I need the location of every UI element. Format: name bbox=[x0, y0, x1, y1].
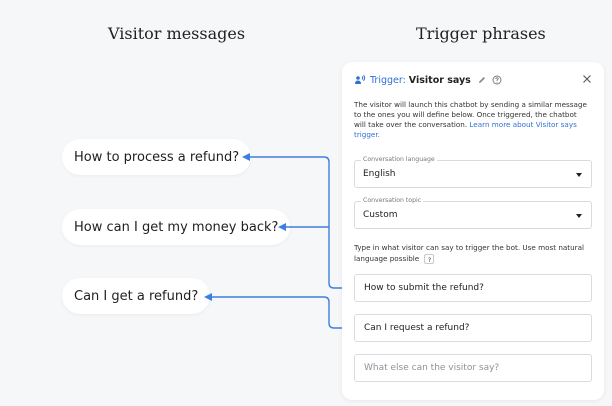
visitor-message-bubble: Can I get a refund? bbox=[62, 278, 211, 314]
panel-header: Trigger: Visitor says bbox=[354, 70, 592, 90]
pencil-icon[interactable] bbox=[477, 75, 487, 85]
speaker-waves-icon bbox=[354, 74, 366, 86]
trigger-panel: Trigger: Visitor says The visitor will l… bbox=[342, 62, 604, 400]
connector-arrow bbox=[248, 156, 352, 289]
trigger-phrases-heading: Trigger phrases bbox=[416, 24, 546, 43]
connector-arrow bbox=[210, 296, 352, 329]
chevron-down-icon bbox=[576, 173, 582, 177]
field-label: Conversation language bbox=[361, 156, 437, 163]
visitor-messages-heading: Visitor messages bbox=[108, 24, 246, 43]
help-icon[interactable]: ? bbox=[424, 254, 435, 264]
description-text: The visitor will launch this chatbot by … bbox=[354, 100, 587, 129]
close-icon[interactable] bbox=[582, 74, 592, 84]
select-value: Custom bbox=[363, 210, 398, 220]
conversation-language-select[interactable]: Conversation language English bbox=[354, 156, 592, 188]
arrowhead bbox=[278, 223, 286, 231]
arrowhead bbox=[242, 153, 250, 161]
learn-more-link[interactable]: Learn more about Visitor says trigger. bbox=[354, 120, 577, 139]
trigger-phrase-input[interactable]: Can I request a refund? bbox=[354, 314, 592, 342]
field-label: Conversation topic bbox=[361, 197, 424, 204]
trigger-phrase-input[interactable]: How to submit the refund? bbox=[354, 274, 592, 302]
arrowhead bbox=[204, 293, 212, 301]
conversation-topic-select[interactable]: Conversation topic Custom bbox=[354, 197, 592, 229]
select-value: English bbox=[363, 169, 396, 179]
visitor-message-bubble: How can I get my money back? bbox=[62, 209, 291, 245]
trigger-label: Trigger: bbox=[370, 74, 406, 86]
trigger-value: Visitor says bbox=[408, 74, 471, 86]
hint-text: Type in what visitor can say to trigger … bbox=[354, 243, 585, 263]
chevron-down-icon bbox=[576, 214, 582, 218]
help-circle-icon[interactable] bbox=[492, 75, 502, 85]
visitor-message-bubble: How to process a refund? bbox=[62, 139, 252, 175]
trigger-description: The visitor will launch this chatbot by … bbox=[354, 100, 590, 140]
phrases-hint: Type in what visitor can say to trigger … bbox=[354, 242, 592, 264]
new-trigger-phrase-input[interactable]: What else can the visitor say? bbox=[354, 354, 592, 382]
